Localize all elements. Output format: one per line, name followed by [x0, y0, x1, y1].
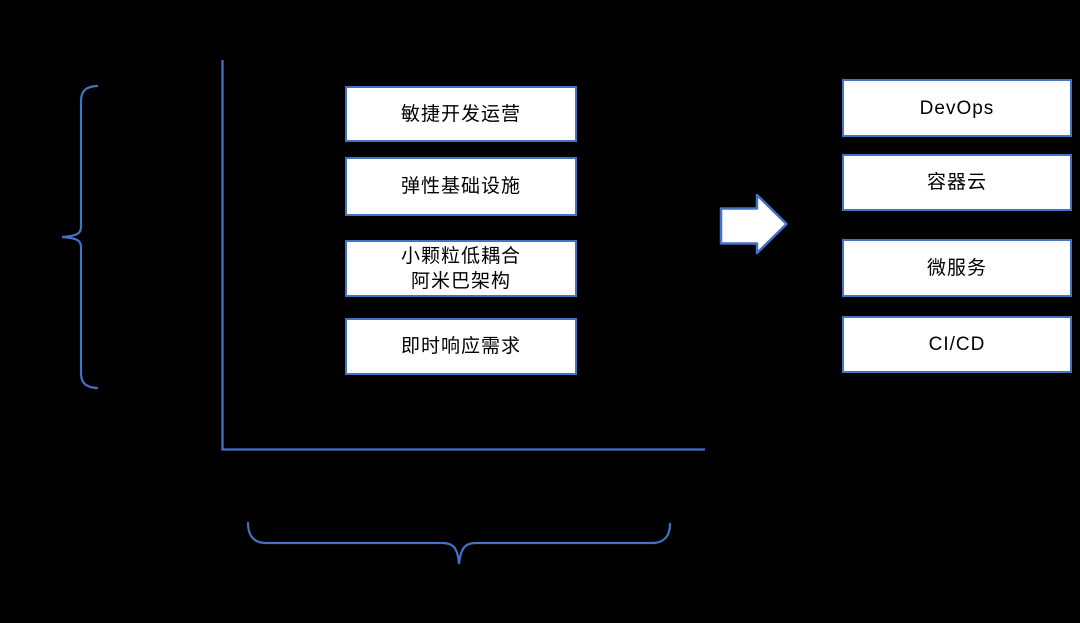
right-box-container-cloud: 容器云 [842, 154, 1072, 211]
left-box-instant-response: 即时响应需求 [345, 318, 577, 375]
axis-line [221, 60, 705, 451]
left-box-agile-devops: 敏捷开发运营 [345, 86, 577, 142]
left-brace [61, 84, 99, 390]
right-box-devops: DevOps [842, 79, 1072, 137]
right-box-microservices: 微服务 [842, 239, 1072, 297]
bottom-brace [246, 521, 672, 565]
transform-arrow-icon [719, 193, 788, 255]
left-box-elastic-infrastructure: 弹性基础设施 [345, 157, 577, 216]
right-box-cicd: CI/CD [842, 316, 1072, 373]
left-box-amoeba-architecture: 小颗粒低耦合 阿米巴架构 [345, 240, 577, 297]
